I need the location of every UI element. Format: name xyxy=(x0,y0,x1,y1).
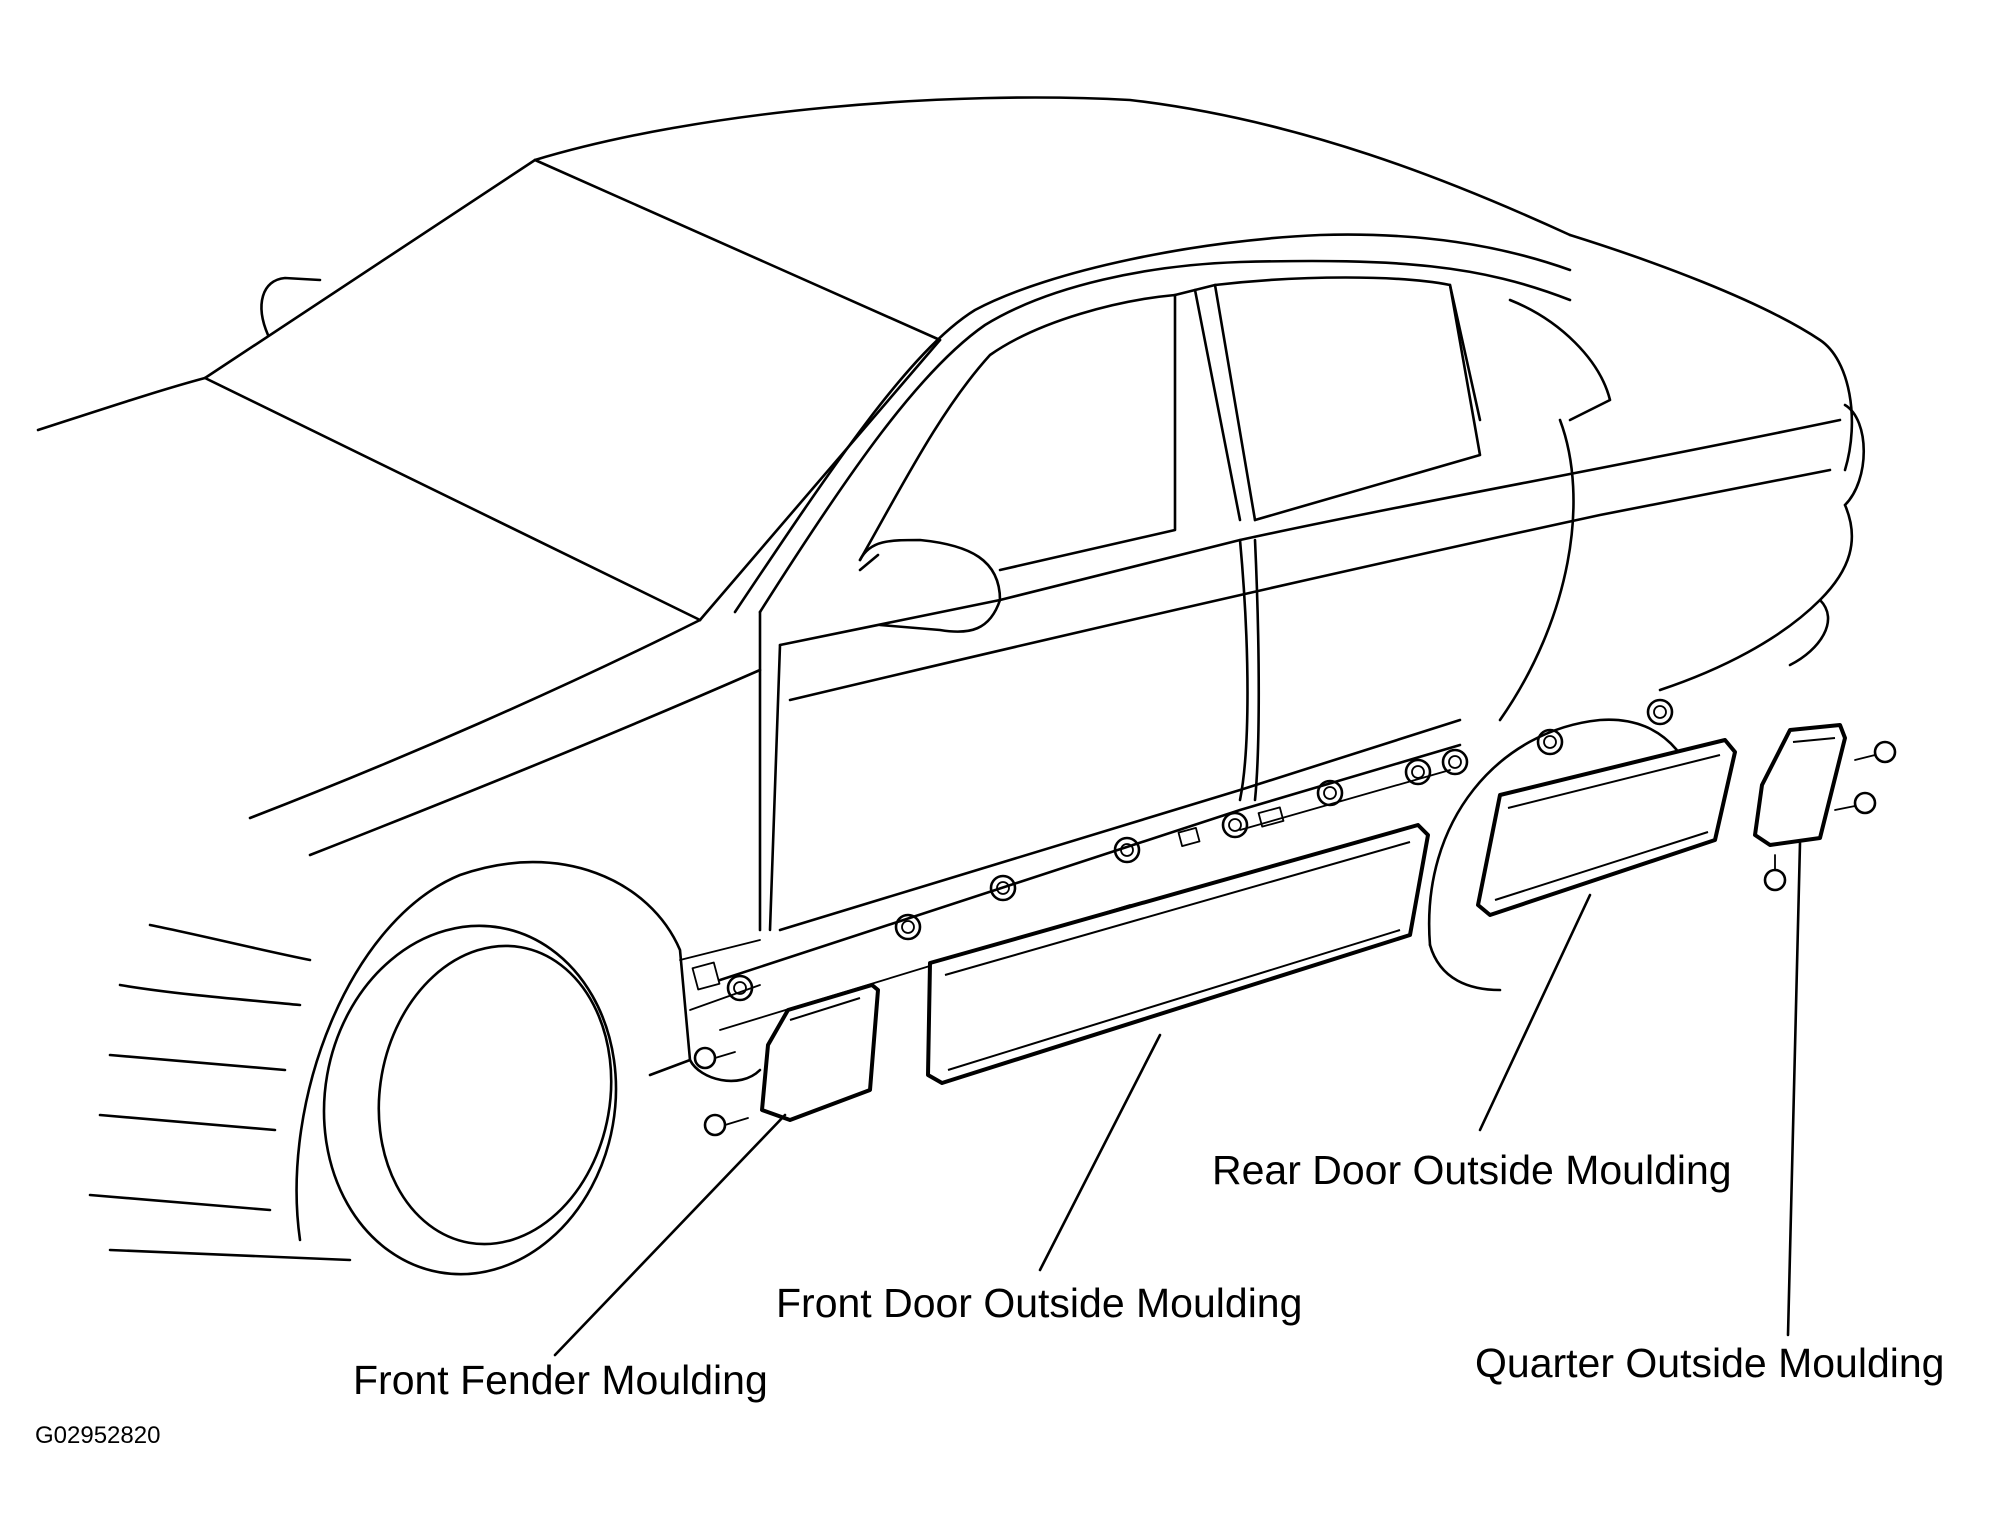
label-front-fender-moulding: Front Fender Moulding xyxy=(353,1357,768,1403)
car-body xyxy=(36,96,1866,1276)
quarter-moulding-part xyxy=(1753,723,1847,847)
clip xyxy=(894,913,922,941)
front-door-moulding-part xyxy=(926,823,1430,1085)
figure-code: G02952820 xyxy=(35,1422,161,1449)
screw xyxy=(1763,854,1787,892)
screw xyxy=(693,1046,736,1070)
label-front-door-outside-moulding: Front Door Outside Moulding xyxy=(776,1280,1303,1326)
leader-quarter xyxy=(1786,841,1802,1337)
label-quarter-outside-moulding: Quarter Outside Moulding xyxy=(1475,1340,1945,1386)
front-fender-moulding-part xyxy=(760,983,880,1122)
clip xyxy=(1113,836,1141,864)
clip xyxy=(1404,758,1432,786)
clip xyxy=(1441,748,1469,776)
leader-front-door xyxy=(1038,1033,1162,1272)
screw xyxy=(1854,740,1897,764)
leader-lines xyxy=(553,841,1802,1357)
leader-rear-door xyxy=(1478,893,1592,1132)
clip xyxy=(1646,698,1674,726)
leader-front-fender xyxy=(553,1113,787,1357)
clip xyxy=(1221,811,1249,839)
rear-door-moulding-part xyxy=(1476,738,1737,917)
clip xyxy=(726,974,754,1002)
clip xyxy=(1536,728,1564,756)
clip xyxy=(1316,779,1344,807)
screw xyxy=(703,1113,749,1137)
clips xyxy=(693,698,1897,1137)
label-rear-door-outside-moulding: Rear Door Outside Moulding xyxy=(1212,1147,1732,1193)
clip xyxy=(989,874,1017,902)
screw xyxy=(1834,791,1877,815)
